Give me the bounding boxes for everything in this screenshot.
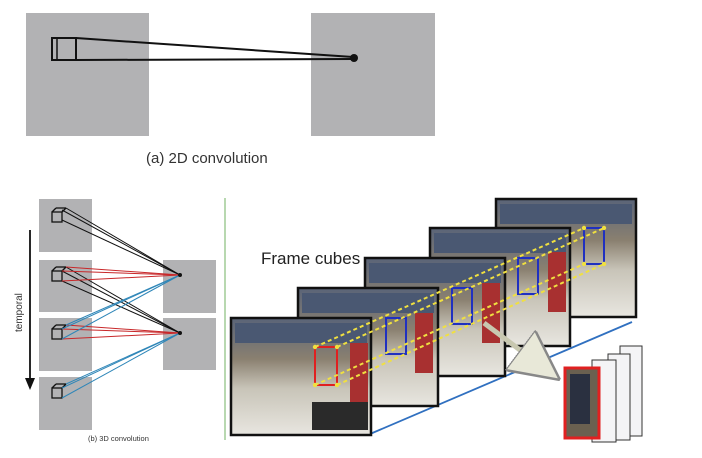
video-frame-1 — [229, 316, 373, 437]
output-map-3d-bottom — [163, 318, 216, 370]
kernel-2d — [51, 37, 77, 61]
projection-bottom-line — [75, 58, 354, 61]
panel-2d-convolution: (a) 2D convolution — [26, 13, 435, 167]
panel-frame-cubes: Frame cubes — [229, 197, 643, 443]
trajectory-dots — [312, 225, 607, 388]
temporal-label: temporal — [14, 293, 25, 332]
blue-connections — [61, 274, 181, 399]
kernel-cubes — [51, 207, 67, 399]
input-frame-1 — [39, 199, 92, 252]
trajectory-lines — [314, 227, 605, 386]
output-unit-2d — [350, 54, 358, 62]
input-map-2d — [26, 13, 149, 136]
output-unit-3d-bottom — [178, 331, 182, 335]
extract-arrow — [482, 321, 552, 374]
output-map-2d — [311, 13, 435, 136]
caption-2d: (a) 2D convolution — [146, 150, 268, 167]
extracted-cube — [563, 345, 643, 443]
caption-3d: (b) 3D convolution — [88, 434, 149, 443]
projection-top-line — [75, 37, 354, 58]
person-boxes — [314, 227, 605, 386]
output-unit-3d-top — [178, 273, 182, 277]
output-map-3d-top — [163, 260, 216, 313]
panel-3d-convolution: temporal (b) 3D convolution — [14, 199, 216, 443]
floor-line-far — [369, 321, 633, 435]
frame-cubes-title: Frame cubes — [261, 249, 360, 268]
input-frame-3 — [39, 318, 92, 371]
